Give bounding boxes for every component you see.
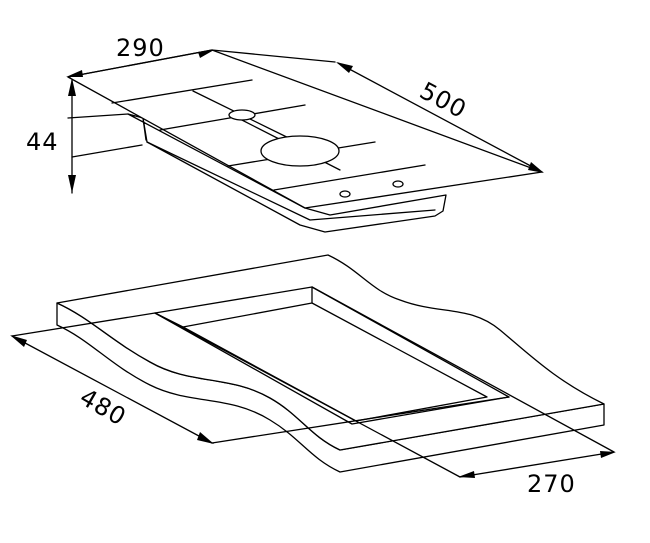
hob: 290 500 44 xyxy=(26,34,544,233)
dimension-label-500: 500 xyxy=(415,77,471,125)
dimension-label-480: 480 xyxy=(75,383,131,432)
dimension-label-270: 270 xyxy=(527,470,576,498)
hob-grid-line xyxy=(111,79,253,104)
dimension-44: 44 xyxy=(26,78,143,194)
countertop: 480 270 xyxy=(10,254,616,498)
extension-line xyxy=(311,286,615,453)
dimension-270: 270 xyxy=(458,451,616,498)
extension-line xyxy=(154,312,461,478)
large-burner xyxy=(260,135,340,167)
dimension-290: 290 xyxy=(66,34,214,78)
extension-line xyxy=(211,396,510,444)
dimension-label-44: 44 xyxy=(26,128,59,156)
hob-body-edge xyxy=(146,141,436,221)
hob-body-edge xyxy=(142,117,147,141)
extension-line xyxy=(11,312,156,337)
control-knob-hole xyxy=(339,190,351,198)
hob-grid-line xyxy=(273,164,426,191)
small-burner xyxy=(228,109,256,121)
dimension-label-290: 290 xyxy=(116,34,165,62)
control-knob-hole xyxy=(392,180,404,188)
